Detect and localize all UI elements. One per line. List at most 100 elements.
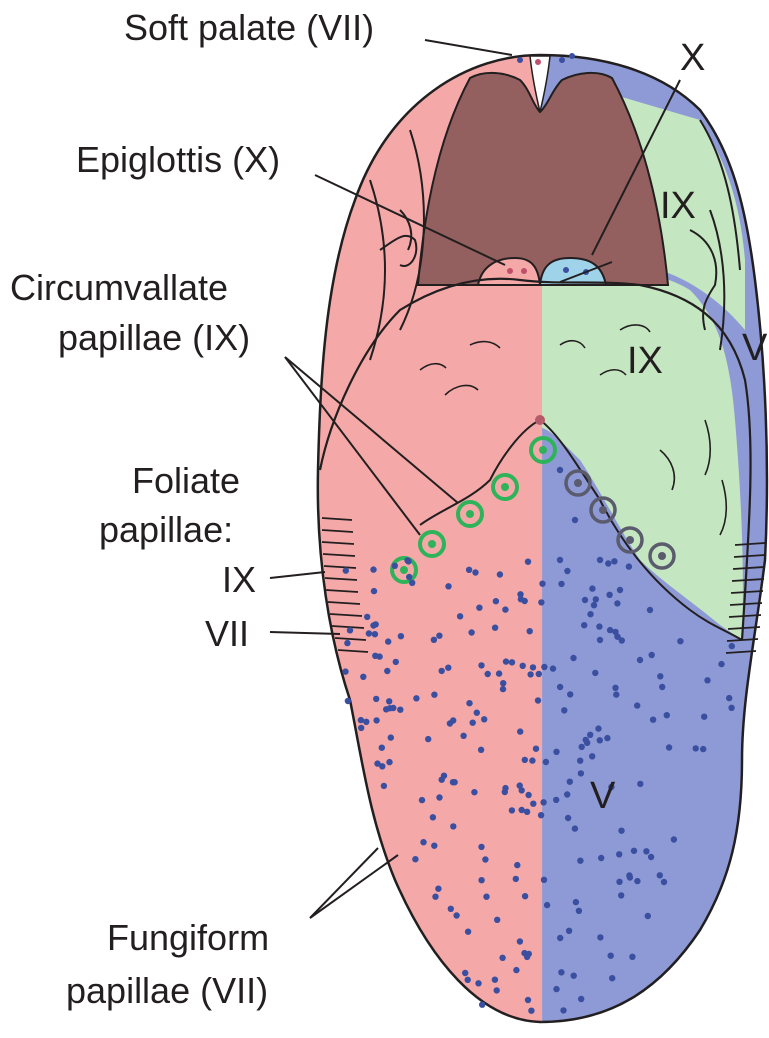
fungiform-papilla-dot <box>553 797 559 803</box>
fungiform-papilla-dot <box>634 702 640 708</box>
fungiform-papilla-dot <box>557 935 563 941</box>
fungiform-papilla-dot <box>700 746 706 752</box>
fungiform-papilla-dot <box>478 877 484 883</box>
fungiform-papilla-dot <box>571 973 577 979</box>
fungiform-papilla-dot <box>631 848 637 854</box>
fungiform-papilla-dot <box>448 906 454 912</box>
fungiform-papilla-dot <box>592 670 598 676</box>
fungiform-papilla-dot <box>509 807 515 813</box>
fungiform-papilla-dot <box>478 747 484 753</box>
fungiform-papilla-dot <box>522 757 528 763</box>
fungiform-papilla-dot <box>619 637 625 643</box>
fungiform-papilla-dot <box>729 643 735 649</box>
fungiform-papilla-dot <box>483 894 489 900</box>
fungiform-papilla-dot <box>388 734 394 740</box>
fungiform-papilla-dot <box>553 986 559 992</box>
fungiform-papilla-dot <box>478 844 484 850</box>
fungiform-papilla-dot <box>363 719 369 725</box>
fungiform-papilla-dot <box>527 671 533 677</box>
fungiform-papilla-dot <box>543 759 549 765</box>
fungiform-papilla-dot <box>513 876 519 882</box>
fungiform-papilla-dot <box>629 954 635 960</box>
fungiform-papilla-dot <box>550 665 556 671</box>
fungiform-papilla-dot <box>581 622 587 628</box>
circumvallate-label-line1: Circumvallate <box>10 267 228 308</box>
fungiform-papilla-dot <box>390 705 396 711</box>
fungiform-papilla-dot <box>572 825 578 831</box>
fungiform-papilla-dot <box>566 928 572 934</box>
fungiform-papilla-dot <box>460 733 466 739</box>
fungiform-papilla-dot <box>462 970 468 976</box>
fungiform-papilla-dot <box>657 673 663 679</box>
fungiform-papilla-dot <box>634 878 640 884</box>
region-label-v-main: V <box>590 775 616 817</box>
fungiform-papilla-dot <box>431 637 437 643</box>
fungiform-papilla-dot <box>589 753 595 759</box>
fungiform-papilla-dot <box>431 692 437 698</box>
fungiform-papilla-dot <box>606 592 612 598</box>
fungiform-papilla-dot <box>596 623 602 629</box>
soft-palate-label: Soft palate (VII) <box>124 7 374 48</box>
fungiform-papilla-dot <box>366 630 372 636</box>
fungiform-papilla-dot <box>626 872 632 878</box>
fungiform-papilla-dot <box>479 1002 485 1008</box>
fungiform-papilla-dot <box>386 759 392 765</box>
epiglottis-dot <box>507 268 513 274</box>
fungiform-papilla-dot <box>659 684 665 690</box>
fungiform-papilla-dot <box>518 596 524 602</box>
fungiform-papilla-dot <box>626 563 632 569</box>
fungiform-papilla-dot <box>502 606 508 612</box>
fungiform-papilla-dot <box>540 799 546 805</box>
fungiform-papilla-dot <box>430 814 436 820</box>
fungiform-papilla-dot <box>726 695 732 701</box>
fungiform-papilla-dot <box>492 977 498 983</box>
epiglottis-dot <box>563 267 569 273</box>
fungiform-papilla-dot <box>538 599 544 605</box>
fungiform-papilla-dot <box>450 779 456 785</box>
fungiform-papilla-dot <box>598 855 604 861</box>
epiglottis-dot <box>521 268 527 274</box>
fungiform-papilla-dot <box>561 707 567 713</box>
fungiform-papilla-dot <box>613 691 619 697</box>
fungiform-papilla-dot <box>500 686 506 692</box>
soft-palate-dot <box>517 57 523 63</box>
fungiform-papilla-dot <box>525 559 531 565</box>
fungiform-papilla-dot <box>343 567 349 573</box>
fungiform-papilla-dot <box>593 596 599 602</box>
fungiform-papilla-dot <box>533 746 539 752</box>
fungiform-papilla-dot <box>718 661 724 667</box>
fungiform-papilla-dot <box>522 893 528 899</box>
fungiform-papilla-dot <box>465 977 471 983</box>
fungiform-papilla-dot <box>525 997 531 1003</box>
fungiform-papilla-dot <box>661 879 667 885</box>
fungiform-papilla-dot <box>497 571 503 577</box>
fungiform-papilla-dot <box>465 929 471 935</box>
fungiform-papilla-dot <box>450 823 456 829</box>
fungiform-papilla-dot <box>583 737 589 743</box>
fungiform-papilla-dot <box>509 659 515 665</box>
soft-palate-dot <box>535 59 541 65</box>
fungiform-papilla-dot <box>381 783 387 789</box>
fungiform-papilla-dot <box>360 674 366 680</box>
fungiform-papilla-dot <box>528 1008 534 1014</box>
fungiform-papilla-dot <box>582 597 588 603</box>
fungiform-papilla-dot <box>517 938 523 944</box>
fungiform-papilla-dot <box>450 717 456 723</box>
fungiform-papilla-dot <box>657 872 663 878</box>
fungiform-label-line1: Fungiform <box>107 917 269 958</box>
soft-palate-leader <box>425 40 512 55</box>
fungiform-papilla-dot <box>557 684 563 690</box>
foliate-vii-label: VII <box>205 613 249 654</box>
fungiform-papilla-dot <box>481 716 487 722</box>
fungiform-papilla-dot <box>560 1007 566 1013</box>
fungiform-papilla-dot <box>345 698 351 704</box>
fungiform-papilla-dot <box>379 745 385 751</box>
fungiform-papilla-dot <box>605 560 611 566</box>
fungiform-papilla-dot <box>611 558 617 564</box>
fungiform-papilla-dot <box>435 886 441 892</box>
fungiform-papilla-dot <box>567 691 573 697</box>
fungiform-papilla-dot <box>494 987 500 993</box>
fungiform-papilla-dot <box>541 664 547 670</box>
fungiform-papilla-dot <box>376 653 382 659</box>
